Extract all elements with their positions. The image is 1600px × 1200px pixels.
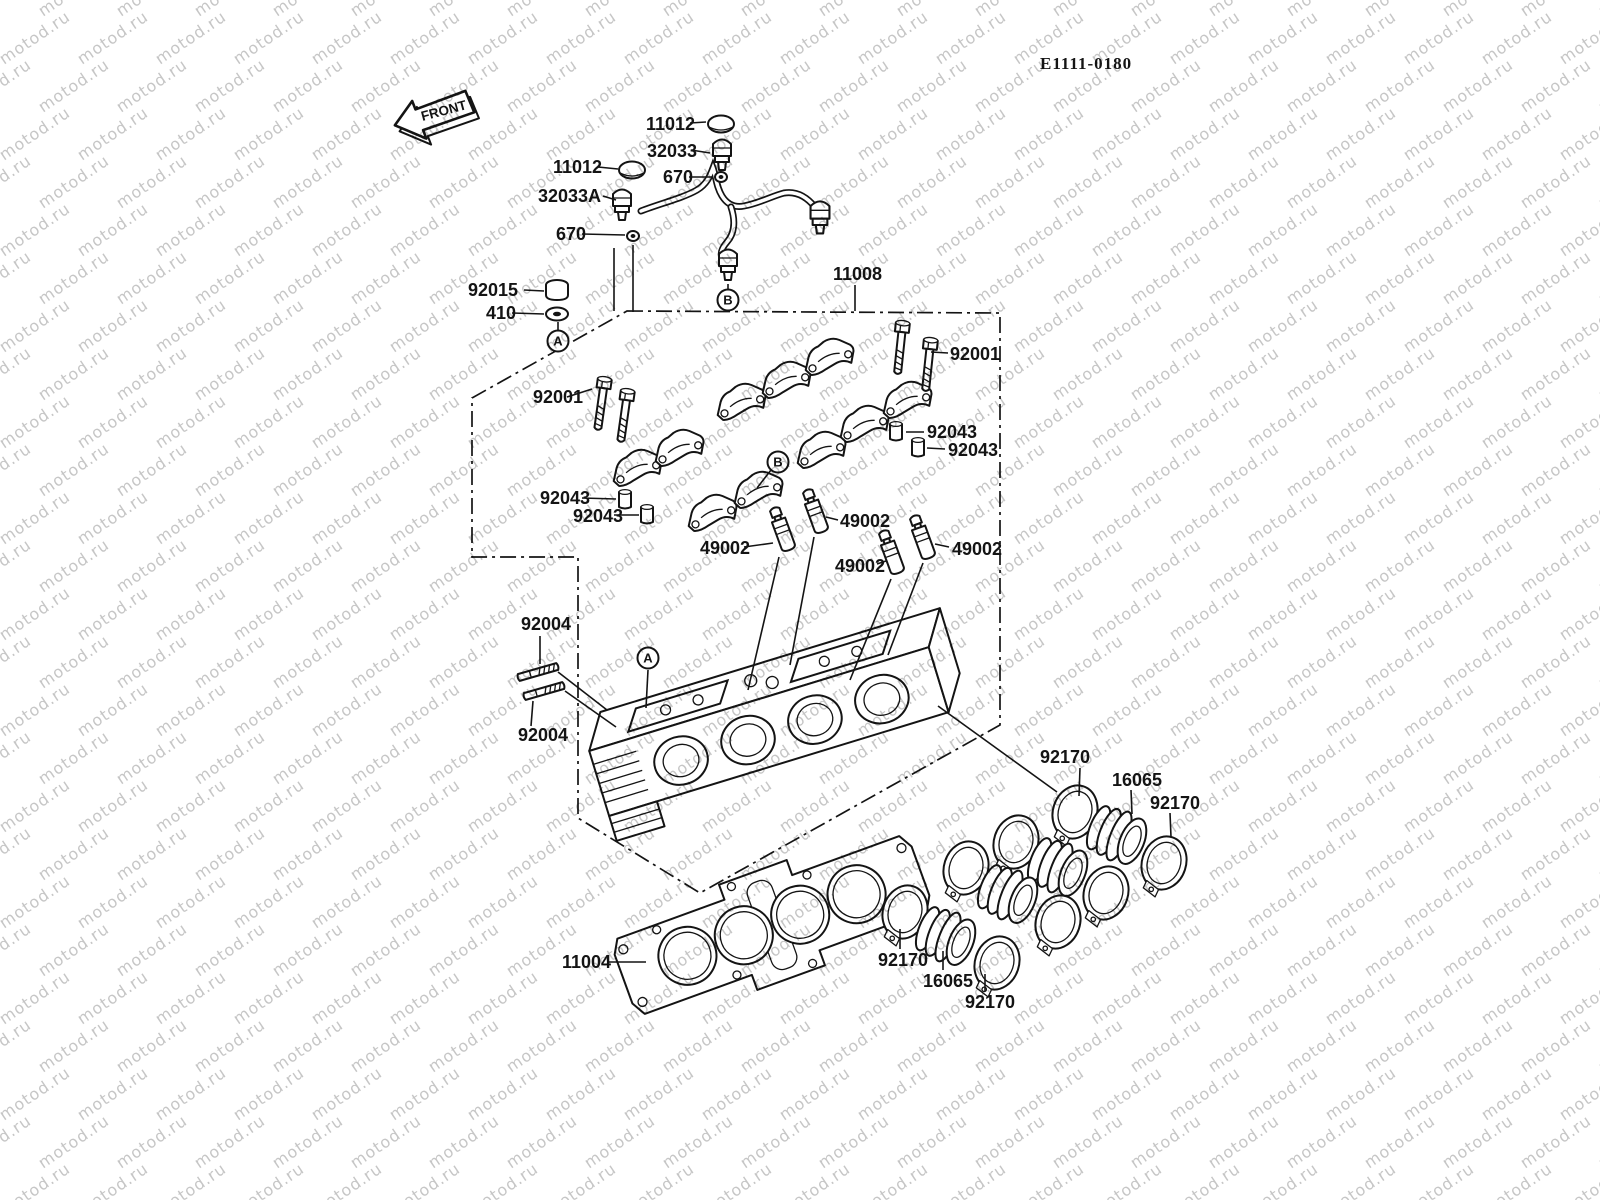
washer-410	[545, 306, 569, 322]
rubber-cap-11012	[707, 114, 735, 134]
marker-line	[756, 469, 772, 489]
part-label-410: 410	[486, 303, 516, 323]
part-label-92170: 92170	[878, 950, 928, 970]
marker-letter: A	[643, 651, 653, 666]
part-label-92001: 92001	[533, 387, 583, 407]
rubber-cap-11012	[618, 160, 646, 180]
head-gasket	[613, 835, 931, 1015]
part-label-92043: 92043	[540, 488, 590, 508]
leader-line	[581, 497, 617, 500]
part-label-92170: 92170	[1150, 793, 1200, 813]
pipe-union-32033a	[612, 188, 632, 221]
marker-circle	[636, 646, 660, 670]
leader-line	[530, 700, 534, 727]
circled-letter-marker-B: B	[716, 288, 740, 312]
leader-line	[597, 166, 619, 170]
pipe-union-right	[809, 200, 831, 235]
oring-670	[714, 171, 728, 183]
oil-pipe-assembly	[612, 114, 831, 281]
leader-line	[825, 516, 839, 521]
oil-plug-92015	[545, 279, 569, 301]
part-label-92004: 92004	[521, 614, 571, 634]
circled-letter-marker-A: A	[546, 329, 570, 353]
group-boundary-11008	[471, 310, 1001, 894]
part-label-49002: 49002	[835, 556, 885, 576]
part-label-92004: 92004	[518, 725, 568, 745]
part-label-32033A: 32033A	[538, 186, 601, 206]
marker-letter: B	[773, 455, 782, 470]
part-label-92015: 92015	[468, 280, 518, 300]
part-label-670: 670	[556, 224, 586, 244]
part-label-49002: 49002	[700, 538, 750, 558]
part-label-16065: 16065	[923, 971, 973, 991]
marker-circle	[716, 288, 740, 312]
leader-line	[689, 121, 707, 124]
leader-line	[566, 388, 593, 398]
marker-line	[645, 669, 649, 709]
leader-line	[1169, 812, 1172, 838]
leader-line	[926, 447, 946, 450]
part-label-11004: 11004	[562, 952, 611, 972]
diagram-code: E1111-0180	[1040, 54, 1133, 73]
leader-line	[523, 289, 545, 292]
cylinder-head	[588, 607, 961, 842]
marker-letter: A	[553, 334, 563, 349]
camshaft-caps	[606, 333, 937, 534]
leader-line	[602, 195, 617, 201]
leader-line	[934, 543, 950, 548]
part-label-49002: 49002	[952, 539, 1002, 559]
part-label-92043: 92043	[927, 422, 977, 442]
leader-line	[690, 149, 711, 154]
part-label-92043: 92043	[573, 506, 623, 526]
part-label-92170: 92170	[1040, 747, 1090, 767]
part-label-49002: 49002	[840, 511, 890, 531]
part-label-11008: 11008	[833, 264, 882, 284]
leader-line	[511, 312, 545, 315]
studs	[515, 661, 567, 702]
callout-layer: 11012 32033 670 11012 32033A 670 92015 410 11008…	[468, 114, 1200, 1012]
leader-line	[1078, 767, 1081, 797]
part-label-92001: 92001	[950, 344, 1000, 364]
part-label-11012: 11012	[646, 114, 695, 134]
marker-letter: B	[723, 293, 732, 308]
part-label-92043: 92043	[948, 440, 998, 460]
leader-line	[743, 542, 774, 548]
leader-line	[930, 351, 949, 354]
pipe-union-bottom	[718, 248, 738, 281]
leader-line	[581, 233, 626, 236]
circled-letter-marker-B: B	[766, 450, 790, 474]
oring-670	[626, 230, 640, 242]
marker-circle	[546, 329, 570, 353]
part-label-92170: 92170	[965, 992, 1015, 1012]
part-label-16065: 16065	[1112, 770, 1162, 790]
part-label-11012: 11012	[553, 157, 602, 177]
part-label-32033: 32033	[647, 141, 697, 161]
front-direction-arrow: FRONT	[393, 89, 480, 146]
marker-circle	[766, 450, 790, 474]
circled-letter-marker-A: A	[636, 646, 660, 670]
leader-line	[1130, 789, 1133, 815]
part-label-670: 670	[663, 167, 693, 187]
leader-line	[876, 560, 887, 565]
